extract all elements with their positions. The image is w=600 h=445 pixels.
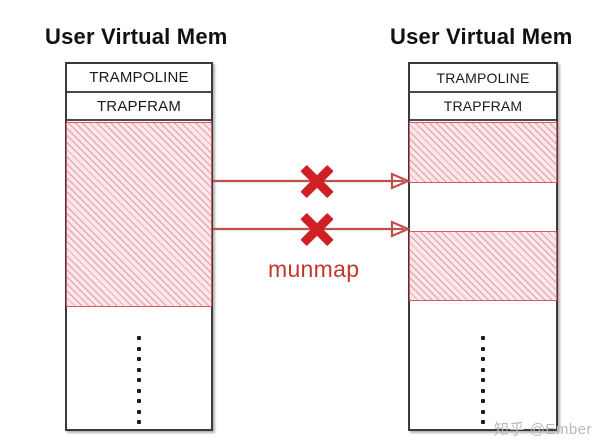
ellipsis-dot — [481, 346, 485, 351]
ellipsis-dot — [137, 357, 141, 361]
right-ellipsis-dots — [481, 336, 485, 424]
right-diagram-title: User Virtual Mem — [390, 24, 573, 49]
ellipsis-dot — [137, 336, 141, 340]
x-mark-top-icon — [297, 161, 337, 201]
ellipsis-dot — [137, 346, 141, 351]
ellipsis-dot — [137, 367, 141, 372]
right-segment-trampoline: TRAMPOLINE — [410, 64, 556, 93]
ellipsis-dot — [481, 420, 485, 424]
munmap-operation-label: munmap — [268, 256, 360, 282]
left-segment-trampoline: TRAMPOLINE — [67, 64, 211, 93]
ellipsis-dot — [481, 357, 485, 361]
x-mark-bottom-icon — [297, 209, 337, 249]
ellipsis-dot — [137, 399, 141, 403]
ellipsis-dot — [137, 420, 141, 424]
left-memory-box: TRAMPOLINE TRAPFRAM — [65, 62, 213, 431]
left-ellipsis-dots — [137, 336, 141, 424]
munmap-arrow-top-head — [390, 172, 411, 190]
ellipsis-dot — [137, 409, 141, 414]
ellipsis-dot — [481, 336, 485, 340]
left-segment-trapfram: TRAPFRAM — [67, 93, 211, 121]
right-mapped-region-lower — [409, 231, 557, 301]
munmap-arrow-bottom-head — [390, 220, 411, 238]
ellipsis-dot — [481, 367, 485, 372]
ellipsis-dot — [481, 378, 485, 382]
ellipsis-dot — [137, 378, 141, 382]
left-diagram-title: User Virtual Mem — [45, 24, 228, 49]
right-segment-trapfram: TRAPFRAM — [410, 93, 556, 121]
ellipsis-dot — [137, 388, 141, 393]
left-mapped-region-full — [66, 122, 212, 307]
ellipsis-dot — [481, 399, 485, 403]
watermark-text: 知乎 @Ember — [493, 421, 592, 438]
ellipsis-dot — [481, 409, 485, 414]
ellipsis-dot — [481, 388, 485, 393]
right-memory-box: TRAMPOLINE TRAPFRAM — [408, 62, 558, 431]
right-mapped-region-upper — [409, 122, 557, 183]
